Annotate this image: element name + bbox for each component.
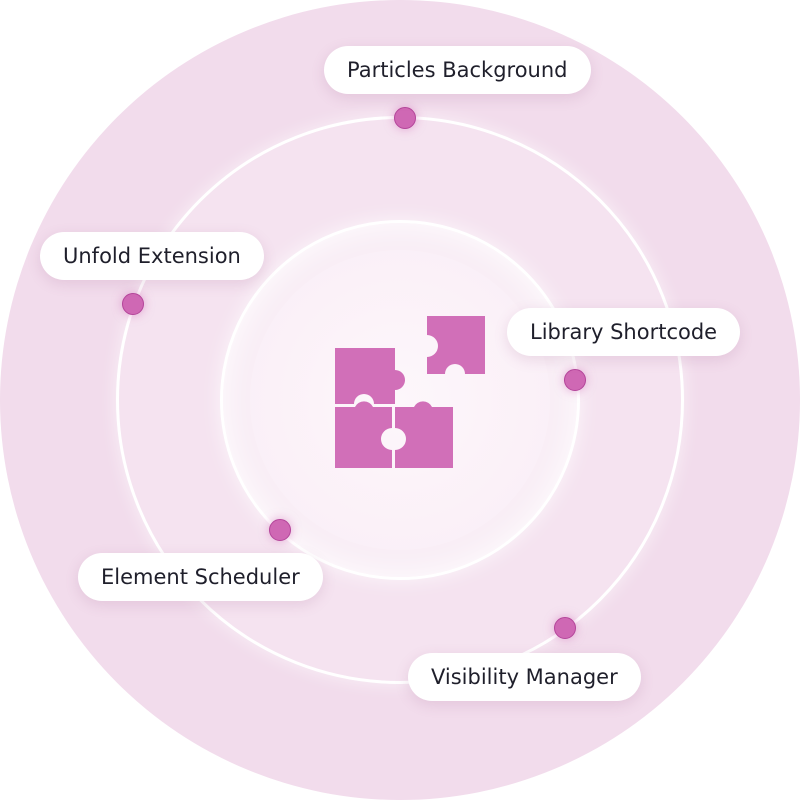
feature-dot [554,617,576,639]
feature-dot [269,519,291,541]
feature-dot [564,369,586,391]
feature-dot [394,107,416,129]
feature-label-text: Particles Background [347,58,568,82]
feature-label-element-scheduler: Element Scheduler [78,553,323,601]
feature-label-library-shortcode: Library Shortcode [507,308,741,356]
feature-label-visibility-manager: Visibility Manager [408,653,641,701]
feature-label-unfold-extension: Unfold Extension [40,232,264,280]
feature-label-text: Unfold Extension [63,244,241,268]
core-glow [250,250,550,550]
feature-label-text: Library Shortcode [530,320,718,344]
feature-label-text: Visibility Manager [431,665,618,689]
puzzle-pieces-icon [335,316,485,468]
feature-dot [122,293,144,315]
feature-label-particles-background: Particles Background [324,46,591,94]
feature-label-text: Element Scheduler [101,565,300,589]
